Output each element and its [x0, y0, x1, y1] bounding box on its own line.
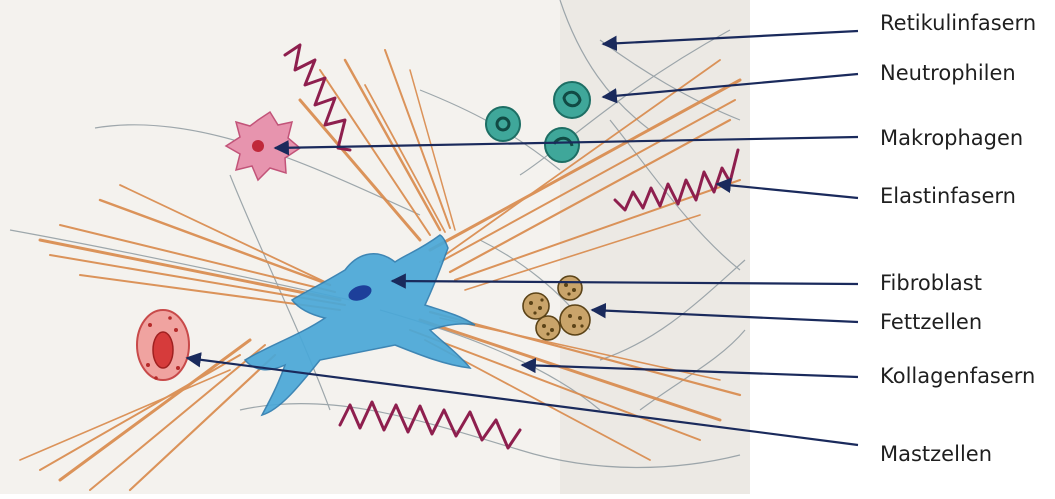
label-fettzellen: Fettzellen [880, 310, 982, 334]
label-retikulinfasern: Retikulinfasern [880, 11, 1036, 35]
label-neutrophilen: Neutrophilen [880, 61, 1016, 85]
label-kollagenfasern: Kollagenfasern [880, 364, 1035, 388]
label-elastinfasern: Elastinfasern [880, 184, 1016, 208]
label-fibroblast: Fibroblast [880, 271, 982, 295]
label-mastzellen: Mastzellen [880, 442, 992, 466]
paper-shadow [560, 0, 750, 494]
label-makrophagen: Makrophagen [880, 126, 1023, 150]
mast-cell [137, 310, 189, 380]
